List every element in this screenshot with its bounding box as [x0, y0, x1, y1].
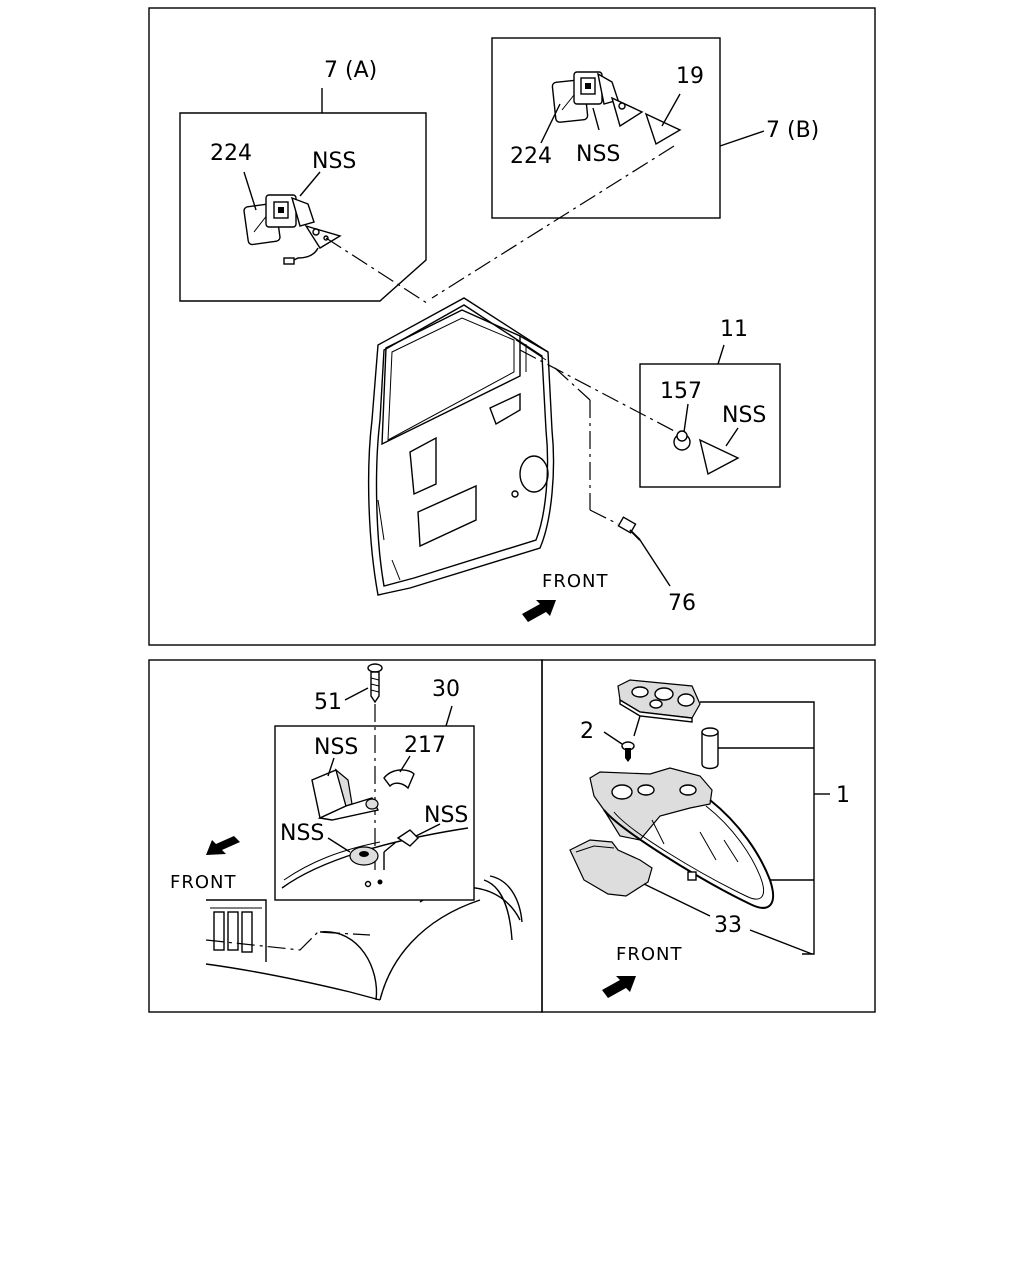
callout-157: 157 [660, 379, 702, 404]
mirror-b-box [491, 37, 765, 219]
rearview-mirror-icon [603, 799, 775, 909]
mount-plate-icon [617, 679, 701, 723]
front-arrow-icon [522, 600, 556, 622]
callout-7b: 7 (B) [766, 118, 819, 143]
bottom-right-panel: 2 1 33 FRONT [541, 659, 876, 1013]
callout-nss-lower-right: NSS [424, 803, 468, 828]
callout-76: 76 [668, 591, 696, 616]
callout-nss-upper: NSS [314, 735, 358, 760]
callout-19: 19 [676, 64, 704, 89]
kit-box [639, 344, 781, 488]
mirror-b-icon [551, 71, 682, 146]
mirror-base-right-icon [589, 767, 713, 841]
callout-nss-lower-left: NSS [280, 821, 324, 846]
clip-icon [383, 823, 441, 870]
front-label-bottom-left: FRONT [170, 872, 237, 893]
callout-11: 11 [720, 317, 748, 342]
front-arrow-right-icon [602, 976, 636, 998]
callout-217: 217 [404, 733, 446, 758]
top-panel-frame [148, 7, 876, 646]
door-outline [367, 297, 555, 596]
callout-33: 33 [714, 913, 742, 938]
callout-nss-b: NSS [576, 142, 620, 167]
front-arrow-left-icon [206, 836, 240, 855]
front-label-top: FRONT [542, 571, 609, 592]
front-label-bottom-right: FRONT [616, 944, 683, 965]
bottom-right-frame [541, 659, 876, 1013]
mirror-base-icon [327, 837, 379, 866]
cylinder-icon [701, 727, 719, 770]
bottom-left-panel: 51 30 NSS 217 NSS NSS FRONT [148, 659, 543, 1013]
cover-33-icon [569, 839, 653, 897]
callout-1: 1 [836, 783, 850, 808]
callout-nss-a: NSS [312, 149, 356, 174]
callout-224-a: 224 [210, 141, 252, 166]
callout-7a: 7 (A) [324, 58, 377, 83]
callout-224-b: 224 [510, 144, 552, 169]
top-panel: 7 (A) 7 (B) 224 NSS 224 NSS 19 11 157 NS… [148, 7, 876, 646]
bolt-icon [617, 516, 671, 587]
callout-51: 51 [314, 690, 342, 715]
leader-b [431, 145, 675, 299]
mirror-a-box [179, 88, 427, 302]
screw-2-icon [603, 715, 641, 762]
leader-a [325, 237, 431, 306]
leader-group-1 [700, 701, 815, 955]
bracket-217-icon [383, 755, 415, 790]
triangle-cover-icon [698, 438, 740, 476]
fender-mirror-icon [311, 757, 380, 821]
callout-2: 2 [580, 719, 594, 744]
mirror-a-icon [243, 194, 342, 265]
callout-nss-kit: NSS [722, 403, 766, 428]
screw-icon [344, 663, 383, 704]
callout-30: 30 [432, 677, 460, 702]
